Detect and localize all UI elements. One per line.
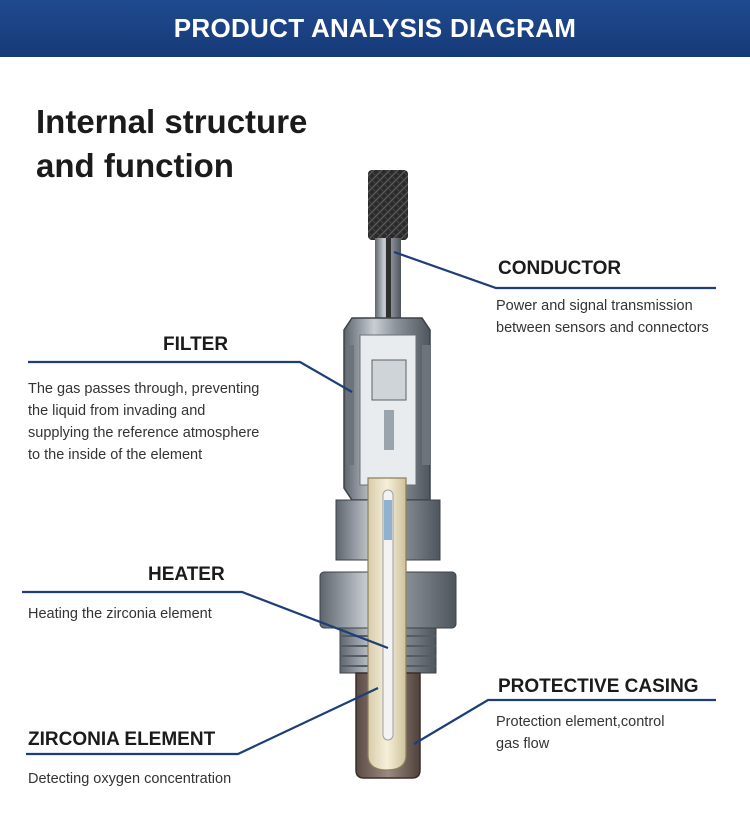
zirconia-desc-line-1: Detecting oxygen concentration xyxy=(28,771,232,787)
filter-sleeve xyxy=(371,359,407,401)
conductor-wire xyxy=(386,238,391,358)
filter-description: The gas passes through, preventing the l… xyxy=(28,378,259,466)
braided-cable xyxy=(368,170,408,240)
leader-filter xyxy=(28,360,353,393)
filter-mesh-right xyxy=(422,345,430,465)
conductor-desc-line-1: Power and signal transmission xyxy=(496,298,693,314)
leader-zirconia xyxy=(26,687,379,756)
leader-protective-casing xyxy=(413,698,716,745)
heading-line-1: Internal structure xyxy=(36,103,308,140)
page-heading: Internal structure and function xyxy=(36,100,307,188)
filter-desc-line-3: supplying the reference atmosphere xyxy=(28,425,260,441)
zirconia-element-description: Detecting oxygen concentration xyxy=(28,768,231,790)
zirconia-element-label: ZIRCONIA ELEMENT xyxy=(28,729,216,750)
banner-title: PRODUCT ANALYSIS DIAGRAM xyxy=(173,13,577,43)
protective-casing-desc-line-2: gas flow xyxy=(496,736,550,752)
heater-tip xyxy=(384,500,392,540)
conductor-label: CONDUCTOR xyxy=(498,258,622,279)
leader-heater xyxy=(22,590,389,650)
filter-contact xyxy=(384,410,394,450)
conductor-desc-line-2: between sensors and connectors xyxy=(496,320,709,336)
filter-desc-line-1: The gas passes through, preventing xyxy=(28,381,260,397)
heater-desc-line-1: Heating the zirconia element xyxy=(28,606,212,622)
protective-casing-label: PROTECTIVE CASING xyxy=(498,676,699,697)
heater-label: HEATER xyxy=(148,564,225,585)
conductor-description: Power and signal transmission between se… xyxy=(496,295,709,339)
protective-casing-desc-line-1: Protection element,control xyxy=(496,714,665,730)
heater-rod xyxy=(382,489,394,741)
leader-conductor xyxy=(393,250,716,290)
heater-description: Heating the zirconia element xyxy=(28,603,212,625)
filter-desc-line-2: the liquid from invading and xyxy=(28,403,206,419)
banner: PRODUCT ANALYSIS DIAGRAM xyxy=(0,0,750,57)
filter-desc-line-4: to the inside of the element xyxy=(28,447,203,463)
filter-label: FILTER xyxy=(163,334,229,355)
heading-line-2: and function xyxy=(36,147,234,184)
protective-casing-description: Protection element,control gas flow xyxy=(496,711,664,755)
filter-mesh-left xyxy=(346,345,354,465)
